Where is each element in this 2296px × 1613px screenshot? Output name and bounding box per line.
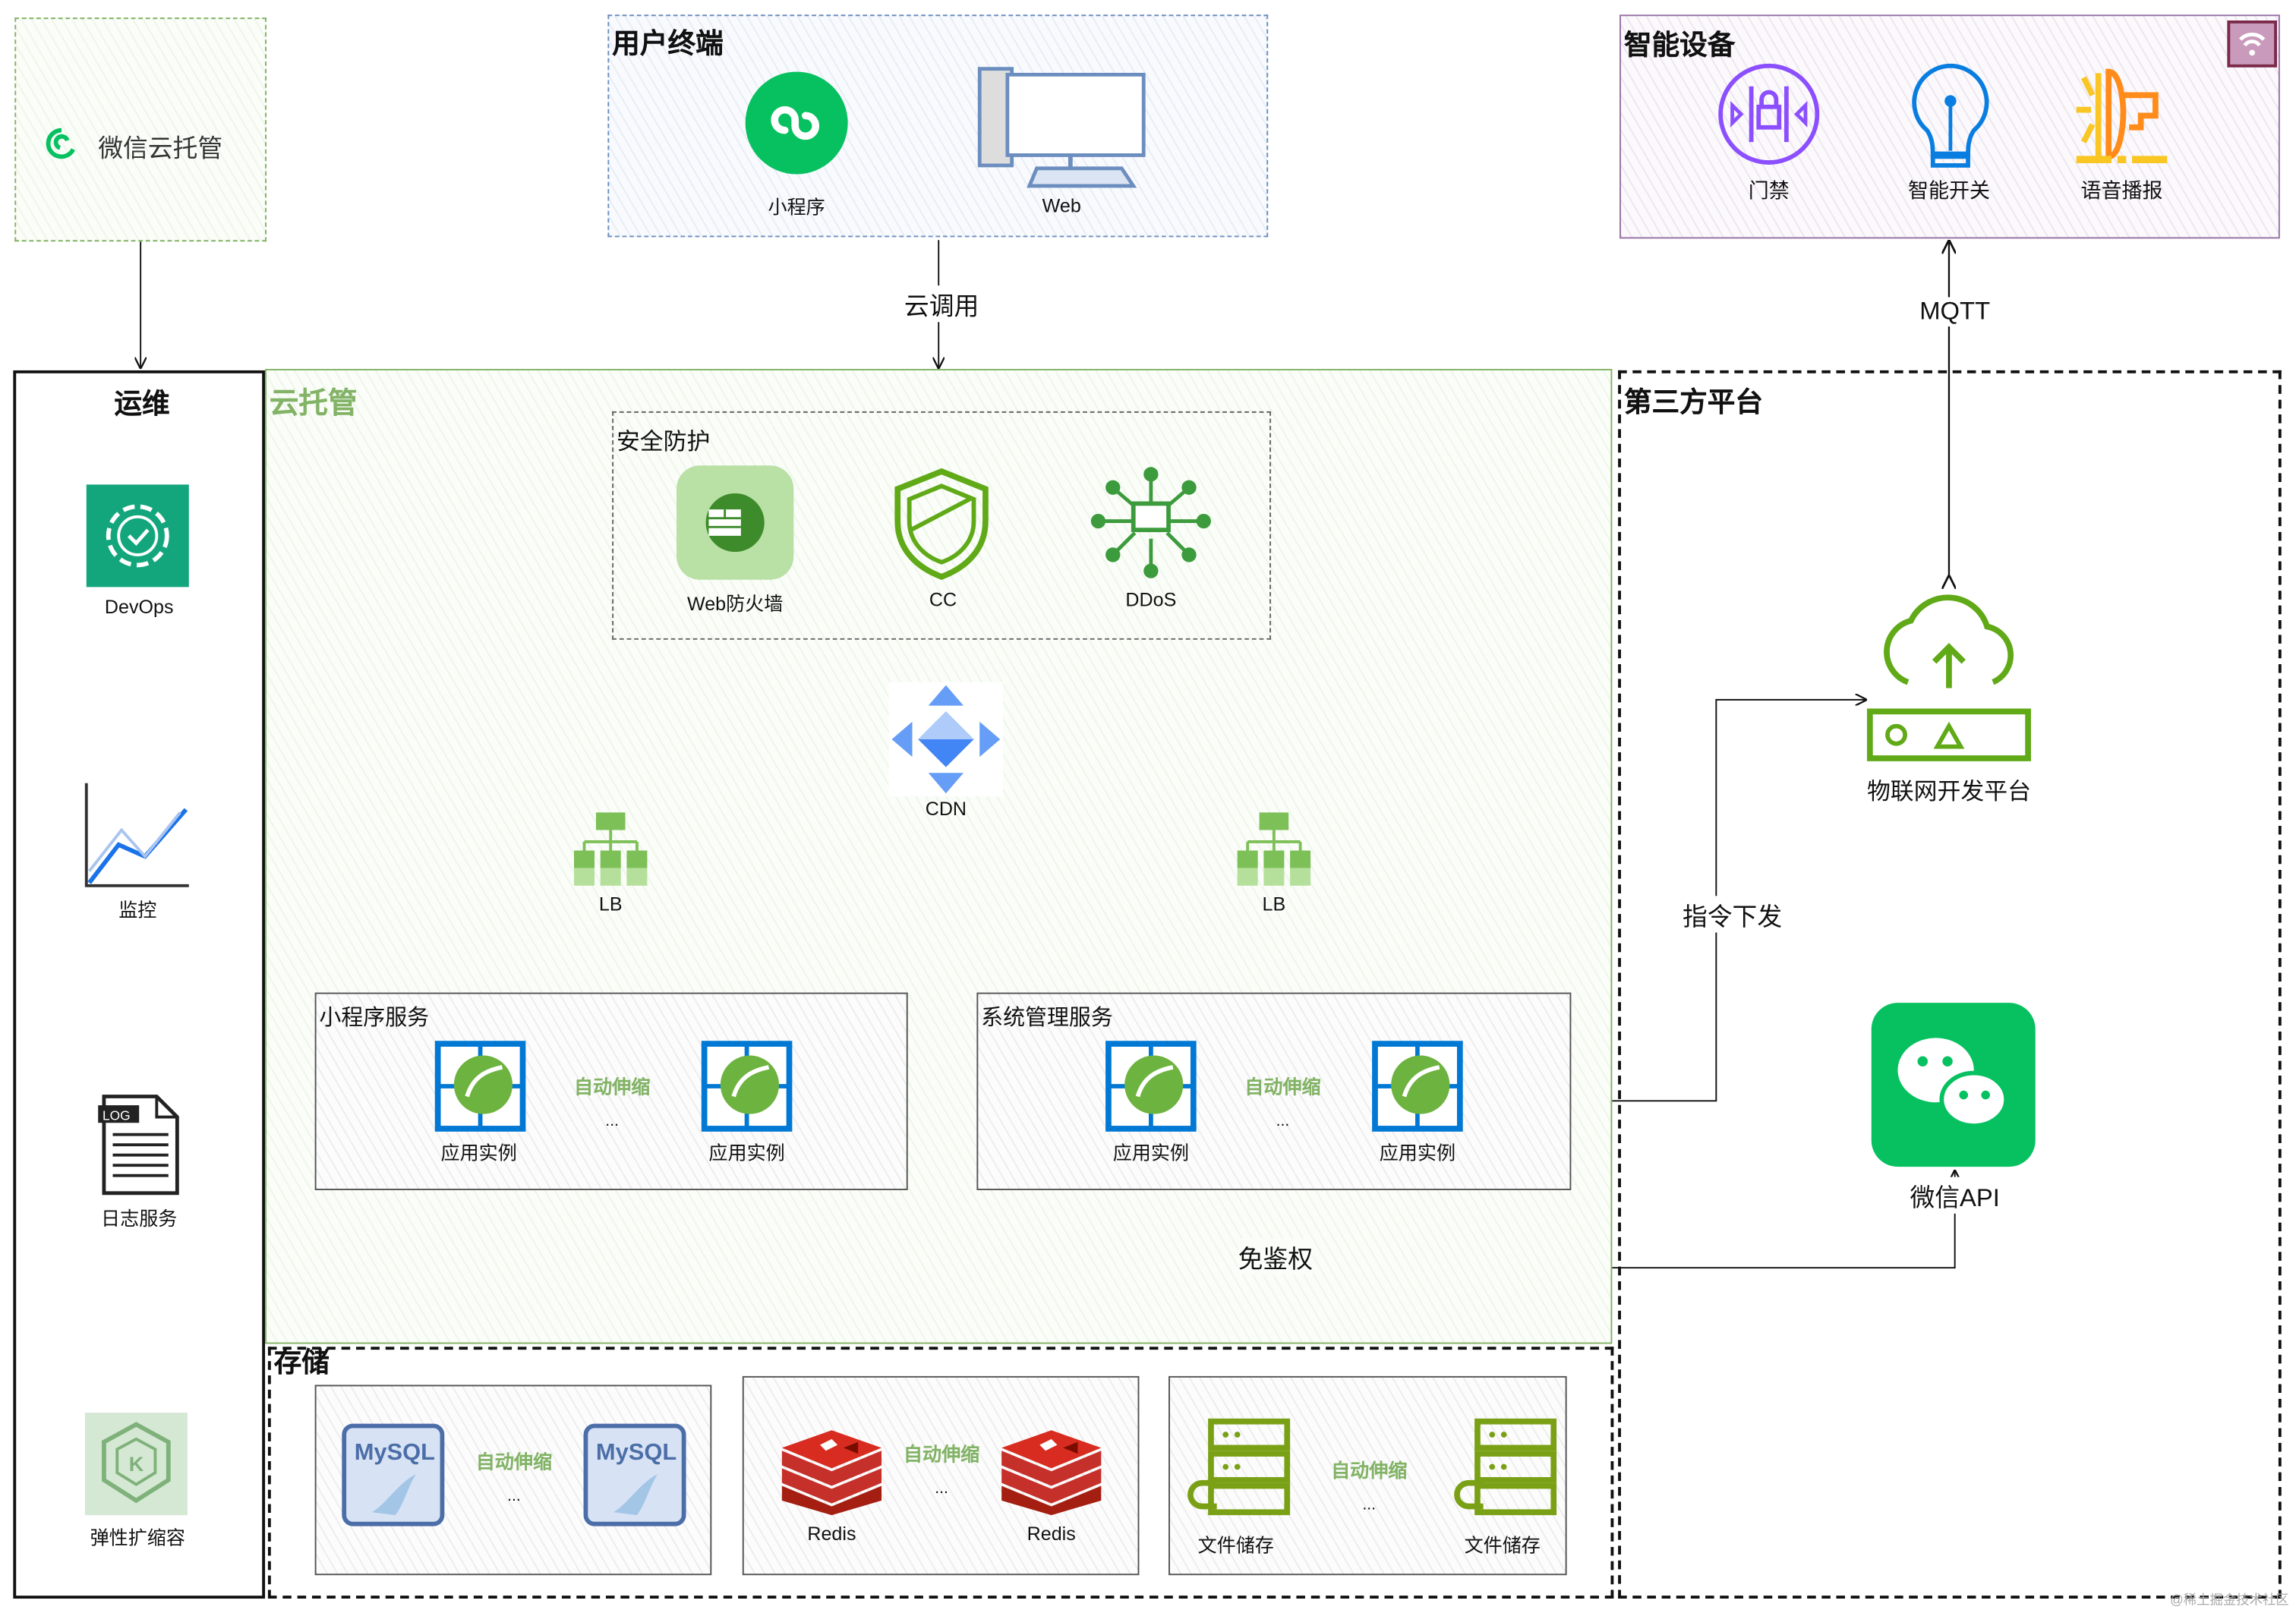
- smart-devices-title: 智能设备: [1623, 30, 1736, 62]
- ops-title: 运维: [114, 389, 170, 421]
- file-storage-icon[interactable]: [1451, 1418, 1557, 1524]
- lb-left-label: LB: [598, 893, 623, 915]
- redis-label: Redis: [1027, 1522, 1076, 1545]
- log-badge-text: LOG: [102, 1107, 131, 1123]
- spring-app-icon[interactable]: [701, 1041, 793, 1132]
- svg-text:K: K: [129, 1453, 144, 1476]
- mini-program-service-box: 小程序服务 应用实例 自动伸缩 ... 应用实例: [314, 992, 908, 1190]
- redis-group: Redis 自动伸缩 ... Redis: [742, 1375, 1140, 1576]
- ellipsis: ...: [935, 1479, 948, 1498]
- autoscale-label: 自动伸缩: [475, 1451, 553, 1473]
- file-storage-icon[interactable]: [1184, 1418, 1291, 1524]
- autoscaling-label: 弹性扩缩容: [90, 1526, 185, 1549]
- wechat-api-label: 微信API: [1910, 1177, 2000, 1214]
- redis-icon[interactable]: [998, 1427, 1104, 1516]
- cdn-icon[interactable]: [888, 682, 1004, 797]
- devops-gear-icon[interactable]: [86, 484, 189, 588]
- ddos-label: DDoS: [1125, 588, 1177, 611]
- mysql-icon[interactable]: MySQL: [342, 1423, 445, 1526]
- instance-label: 应用实例: [1112, 1142, 1190, 1164]
- mysql-text: MySQL: [596, 1438, 676, 1465]
- cloud-call-label: 云调用: [904, 285, 979, 323]
- security-title: 安全防护: [616, 430, 711, 455]
- wifi-badge: [2227, 20, 2277, 68]
- admin-service-title: 系统管理服务: [981, 1005, 1113, 1031]
- wechat-cloud-logo-icon: [46, 128, 76, 159]
- instance-label: 应用实例: [1379, 1142, 1456, 1164]
- ops-box: 运维 DevOps 监控 LOG 日志服务 K 弹性扩缩容: [13, 370, 266, 1599]
- redis-label: Redis: [807, 1522, 856, 1545]
- speaker-icon: [2076, 68, 2168, 164]
- mqtt-label: MQTT: [1919, 297, 1991, 327]
- lb-right-label: LB: [1262, 893, 1286, 915]
- instance-label: 应用实例: [440, 1142, 517, 1164]
- voice-broadcast-label: 语音播报: [2080, 178, 2163, 203]
- third-party-box: 第三方平台: [1618, 370, 2282, 1599]
- spring-app-icon[interactable]: [434, 1041, 526, 1132]
- mysql-text: MySQL: [355, 1438, 435, 1465]
- cdn-label: CDN: [925, 798, 967, 821]
- autoscale-label: 自动伸缩: [573, 1076, 651, 1098]
- mini-program-icon: [745, 71, 848, 175]
- autoscale-label: 自动伸缩: [903, 1443, 980, 1466]
- spring-app-icon[interactable]: [1105, 1041, 1197, 1132]
- firewall-label: Web防火墙: [686, 593, 784, 616]
- iot-platform-label: 物联网开发平台: [1866, 771, 2031, 807]
- user-terminal-title: 用户终端: [612, 29, 724, 61]
- ellipsis: ...: [1362, 1496, 1377, 1514]
- cc-label: CC: [929, 588, 957, 611]
- log-file-icon[interactable]: LOG: [98, 1094, 180, 1196]
- access-control-icon: [1718, 63, 1820, 165]
- ellipsis: ...: [605, 1112, 619, 1130]
- autoscale-label: 自动伸缩: [1331, 1459, 1408, 1482]
- admin-service-box: 系统管理服务 应用实例 自动伸缩 ... 应用实例: [976, 992, 1572, 1190]
- smart-switch-label: 智能开关: [1907, 178, 1990, 203]
- wechat-cloud-label: 微信云托管: [98, 134, 223, 163]
- wechat-icon[interactable]: [1871, 1003, 2036, 1167]
- kubernetes-icon[interactable]: K: [84, 1413, 188, 1516]
- file-storage-group: 文件储存 自动伸缩 ... 文件储存: [1168, 1375, 1567, 1576]
- redis-icon[interactable]: [779, 1427, 885, 1516]
- monitoring-label: 监控: [118, 899, 157, 921]
- autoscale-label: 自动伸缩: [1244, 1076, 1321, 1098]
- file-storage-label: 文件储存: [1464, 1534, 1541, 1557]
- no-auth-label: 免鉴权: [1238, 1238, 1313, 1275]
- web-label: Web: [1042, 194, 1081, 217]
- iot-platform-icon[interactable]: [1866, 583, 2031, 761]
- devops-label: DevOps: [104, 595, 174, 618]
- network-icon[interactable]: [1090, 465, 1211, 579]
- monitoring-chart-icon[interactable]: [84, 780, 192, 889]
- firewall-icon[interactable]: [676, 465, 794, 580]
- mysql-icon[interactable]: MySQL: [583, 1423, 686, 1526]
- access-control-label: 门禁: [1748, 178, 1790, 203]
- desktop-computer-icon: [977, 67, 1146, 188]
- watermark: @稀土掘金技术社区: [2170, 1593, 2289, 1608]
- mysql-group: MySQL 自动伸缩 ... MySQL: [314, 1385, 712, 1576]
- wechat-cloud-hosting-box: 微信云托管: [14, 17, 267, 242]
- command-label: 指令下发: [1682, 896, 1783, 933]
- cloud-hosting-title: 云托管: [269, 388, 358, 421]
- shield-icon[interactable]: [893, 468, 989, 580]
- log-service-label: 日志服务: [101, 1208, 178, 1230]
- load-balancer-icon-left[interactable]: [574, 812, 648, 886]
- mini-program-label: 小程序: [768, 196, 825, 219]
- smart-devices-box: 智能设备 门禁 智能开关 语音播报: [1620, 14, 2280, 239]
- third-party-title: 第三方平台: [1623, 388, 1764, 419]
- user-terminal-box: 用户终端 小程序 Web: [607, 14, 1269, 238]
- security-box: 安全防护 Web防火墙 CC DDoS: [612, 411, 1272, 640]
- storage-title: 存储: [273, 1348, 330, 1379]
- ellipsis: ...: [507, 1487, 521, 1505]
- load-balancer-icon-right[interactable]: [1237, 812, 1311, 886]
- mini-service-title: 小程序服务: [319, 1005, 430, 1031]
- spring-app-icon[interactable]: [1372, 1041, 1463, 1132]
- file-storage-label: 文件储存: [1197, 1534, 1274, 1557]
- instance-label: 应用实例: [708, 1142, 785, 1164]
- light-bulb-icon: [1912, 63, 1989, 168]
- wifi-icon: [2239, 33, 2266, 56]
- ellipsis: ...: [1276, 1112, 1290, 1130]
